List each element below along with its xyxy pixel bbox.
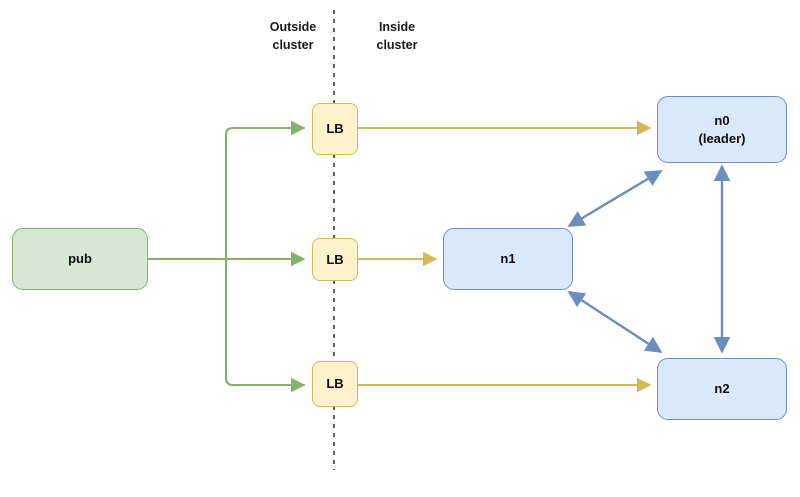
- node-lb-top[interactable]: LB: [312, 103, 358, 155]
- edge-pub-to-lb-top: [224, 120, 306, 261]
- node-pub[interactable]: pub: [12, 228, 148, 290]
- node-lb-mid[interactable]: LB: [312, 238, 358, 281]
- zone-label-outside-line2: cluster: [272, 38, 314, 53]
- zone-label-inside-line1: Inside: [378, 20, 416, 34]
- node-n1[interactable]: n1: [443, 228, 573, 290]
- node-n2[interactable]: n2: [657, 358, 787, 420]
- edge-n0-n1: [567, 169, 663, 228]
- node-n0-role: (leader): [698, 130, 746, 146]
- edge-pub-to-lb-bot: [224, 257, 306, 393]
- node-lb-top-label: LB: [326, 121, 344, 137]
- node-n1-label: n1: [500, 251, 516, 267]
- edge-n1-n2: [567, 290, 663, 354]
- node-n0-label: n0: [714, 112, 730, 128]
- node-lb-bottom-label: LB: [326, 376, 344, 392]
- node-n2-label: n2: [714, 381, 730, 397]
- node-n0[interactable]: n0 (leader): [657, 96, 787, 163]
- node-lb-mid-label: LB: [326, 251, 344, 267]
- zone-label-outside-line1: Outside: [269, 20, 317, 34]
- zone-label-inside: Inside cluster: [352, 18, 442, 54]
- node-lb-bottom[interactable]: LB: [312, 361, 358, 407]
- node-pub-label: pub: [68, 251, 92, 267]
- zone-label-outside: Outside cluster: [248, 18, 338, 54]
- zone-label-inside-line2: cluster: [376, 38, 418, 53]
